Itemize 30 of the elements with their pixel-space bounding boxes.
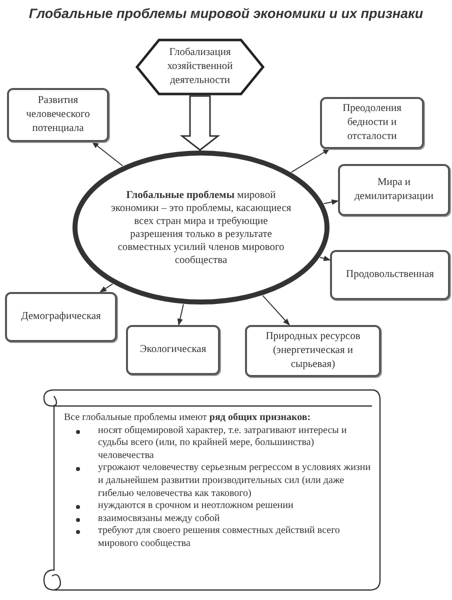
arrow bbox=[262, 295, 290, 326]
definition-text: Глобальные проблемы мировой экономики – это проблемы, касающиеся всех стран мира и требующие разрешения только в результате совместных усилий членов мирового сообщества bbox=[110, 188, 292, 266]
node-text: Экологическая bbox=[140, 343, 206, 357]
list-item: взаимосвязаны между собой bbox=[98, 512, 220, 526]
list-item: нуждаются в срочном и неотложном решении bbox=[98, 500, 294, 513]
block-arrow bbox=[180, 95, 220, 151]
list-item: требуют для своего решения совместных действий всего мирового сообщества bbox=[98, 525, 341, 551]
arrow bbox=[100, 283, 114, 292]
node-text: Продовольственная bbox=[346, 268, 434, 282]
arrow bbox=[92, 142, 124, 166]
arrow bbox=[290, 148, 330, 173]
diagram-title: Глобальные проблемы мировой экономики и их признаки bbox=[28, 5, 424, 23]
problem-box bbox=[126, 325, 220, 375]
problem-box bbox=[320, 97, 424, 149]
node-text: Глобализация хозяйственной деятельности bbox=[166, 46, 234, 88]
list-heading: Все глобальные проблемы имеют ряд общих признаков: bbox=[64, 412, 312, 425]
list-item: угрожают человечеству серьезным регрессом в условиях жизни и дальнейшем развитии производительных сил (или даже гибелью человечества как такового) bbox=[98, 462, 372, 500]
arrow bbox=[177, 304, 184, 326]
node-text: Природных ресурсов (энергетическая и сырьевая) bbox=[264, 330, 362, 372]
node-text: Демографическая bbox=[21, 310, 101, 324]
problem-box bbox=[338, 164, 450, 216]
node-text: Мира и демилитаризации bbox=[353, 176, 435, 204]
arrow bbox=[323, 199, 339, 205]
problem-box bbox=[7, 88, 109, 142]
problem-box bbox=[330, 250, 450, 300]
node-text: Преодоления бедности и отсталости bbox=[342, 102, 402, 144]
problem-box bbox=[245, 325, 381, 377]
node-text: Развития человеческого потенциала bbox=[25, 94, 91, 136]
problem-box bbox=[5, 292, 117, 342]
arrow bbox=[320, 256, 331, 262]
